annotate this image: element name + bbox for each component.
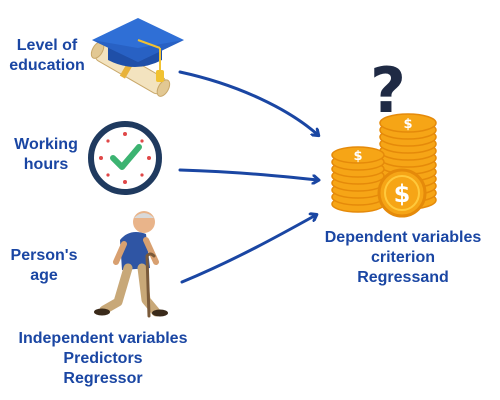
arrow-hours-to-dependent — [178, 168, 318, 180]
input-label-working-hours: Working hours — [14, 136, 78, 173]
independent-caption: Independent variables Predictors Regress… — [0, 329, 206, 389]
input-label-age: Person's age — [10, 247, 78, 284]
dependent-caption-line-3: Regressand — [357, 269, 449, 286]
independent-caption-line-2: Predictors — [63, 350, 143, 367]
dollar-sign-icon: $ — [353, 149, 362, 164]
arrow-education-to-dependent — [178, 70, 318, 135]
coin — [331, 146, 385, 164]
dependent-caption-line-1: Dependent variables — [324, 229, 482, 246]
dependent-caption-line-2: criterion — [370, 249, 435, 266]
dependent-caption: Dependent variables criterion Regressand — [308, 228, 498, 288]
independent-caption-line-3: Regressor — [63, 370, 143, 387]
coin — [379, 113, 437, 133]
independent-caption-line-1: Independent variables — [18, 330, 188, 347]
svg-text:$: $ — [394, 180, 411, 208]
dollar-sign-icon: $ — [403, 117, 412, 132]
input-label-education: Level of education — [9, 37, 85, 74]
arrow-age-to-dependent — [180, 215, 316, 284]
